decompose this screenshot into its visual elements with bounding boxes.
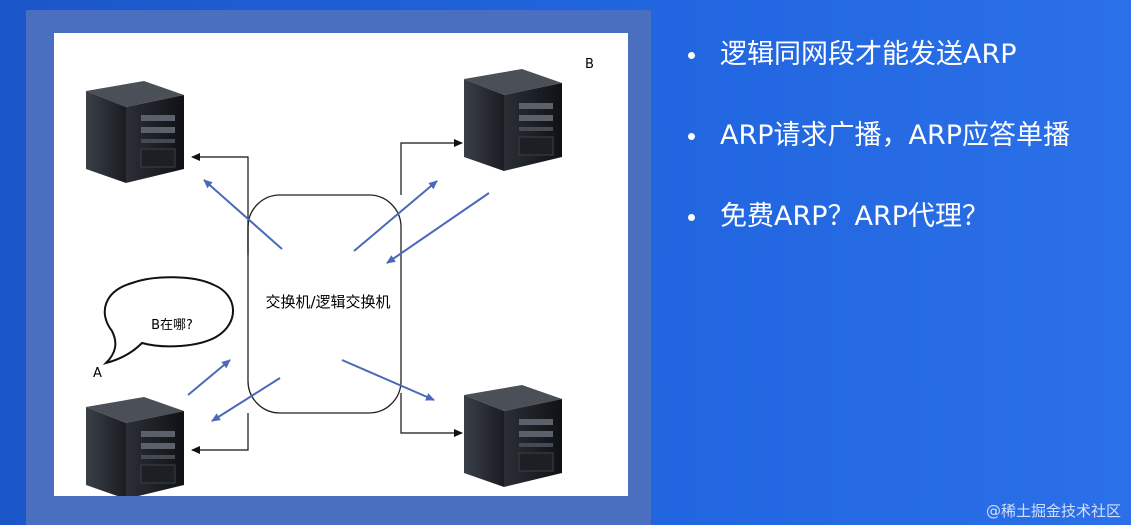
server-b-icon [464,69,562,171]
bullet-dot-icon [688,133,695,140]
server-bottom-right-icon [464,385,562,487]
speech-bubble [102,276,234,365]
server-top-left-icon [86,81,184,183]
switch-connections [191,139,463,454]
bullet-list: 逻辑同网段才能发送ARP ARP请求广播，ARP应答单播 免费ARP？ARP代理… [686,38,1070,281]
bullet-item: ARP请求广播，ARP应答单播 [686,119,1070,153]
diagram-canvas [86,69,562,496]
bullet-dot-icon [688,214,695,221]
link-bottom-left [191,413,249,454]
arrow-switch-to-topleft [203,179,283,250]
arrow-b-to-switch [386,192,490,264]
bullet-text: ARP请求广播，ARP应答单播 [720,120,1071,151]
link-top-left [191,153,249,255]
arrow-switch-to-b [353,180,438,252]
host-b-label: B [585,57,594,72]
arrow-switch-to-a [211,377,281,422]
bullet-item: 免费ARP？ARP代理？ [686,200,1070,234]
bullet-item: 逻辑同网段才能发送ARP [686,38,1070,72]
bullet-text: 逻辑同网段才能发送ARP [720,39,1017,70]
speech-bubble-text: B在哪? [151,318,193,333]
host-a-label: A [93,366,102,381]
switch-label: 交换机/逻辑交换机 [265,293,391,311]
bullet-text: 免费ARP？ARP代理？ [720,201,990,232]
diagram-slide: 交换机/逻辑交换机 B A B在哪? [54,33,628,496]
arrow-a-to-switch [187,359,231,396]
bullet-dot-icon [688,52,695,59]
link-bottom-right [400,393,463,437]
watermark: @稀土掘金技术社区 [985,502,1121,520]
link-top-right [400,139,463,195]
traffic-arrows [187,179,490,422]
switch-box [247,194,402,414]
arrow-switch-to-bottomright [341,359,435,401]
server-a-icon [86,397,184,496]
